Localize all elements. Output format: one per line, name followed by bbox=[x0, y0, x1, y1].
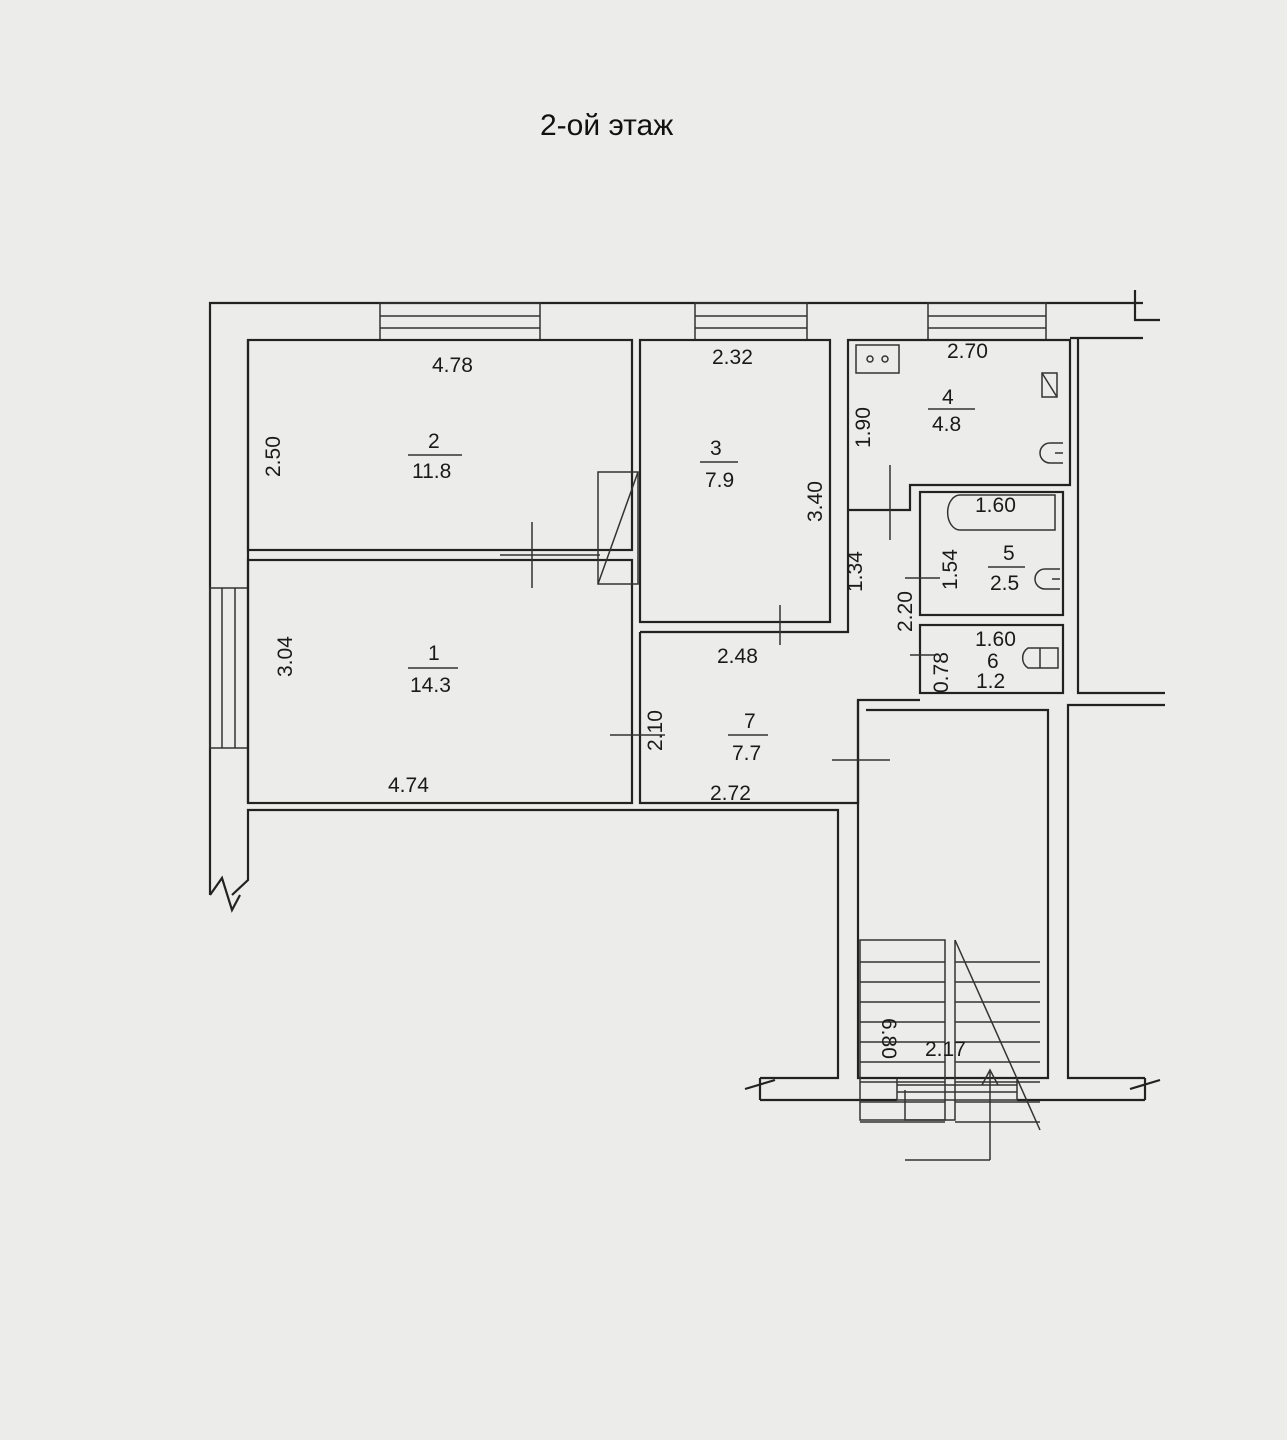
room-3-area: 7.9 bbox=[705, 469, 734, 492]
room-5-area: 2.5 bbox=[990, 572, 1019, 595]
room-6-number: 6 bbox=[987, 650, 999, 673]
dimension-labels: 4.78 2.50 2.32 3.40 2.70 1.90 1.60 1.54 … bbox=[262, 340, 1016, 1061]
outer-walls bbox=[208, 290, 1165, 1102]
room-1-area: 14.3 bbox=[410, 674, 451, 697]
dim-room4-width: 2.70 bbox=[947, 340, 988, 363]
room-walls bbox=[246, 338, 1072, 1080]
dim-room2-height: 2.50 bbox=[262, 436, 285, 477]
dim-hall-height: 2.20 bbox=[894, 591, 917, 632]
dim-room7-bottom: 2.72 bbox=[710, 782, 751, 805]
bathtub-icon bbox=[946, 494, 1056, 531]
room-6 bbox=[918, 623, 1065, 695]
room-4 bbox=[640, 338, 1072, 634]
dim-room7-top: 2.48 bbox=[717, 645, 758, 668]
windows bbox=[209, 302, 1047, 1101]
dim-stair-width: 2.17 bbox=[925, 1038, 966, 1061]
dim-room5-width: 1.60 bbox=[975, 494, 1016, 517]
room-2 bbox=[246, 338, 634, 552]
dim-stair-height: 6.80 bbox=[877, 1018, 900, 1059]
room-4-area: 4.8 bbox=[932, 413, 961, 436]
heater-icon bbox=[1041, 372, 1058, 398]
dim-room3-width: 2.32 bbox=[712, 346, 753, 369]
fixtures bbox=[855, 344, 1063, 669]
room-labels: 2 11.8 1 14.3 3 7.9 4 4.8 5 2.5 6 1.2 7 … bbox=[408, 386, 1025, 765]
dim-room1-height: 3.04 bbox=[274, 636, 297, 677]
dim-room4-height: 1.90 bbox=[852, 407, 875, 448]
room-3 bbox=[638, 338, 832, 624]
doors bbox=[500, 465, 940, 761]
room-4-number: 4 bbox=[942, 386, 954, 409]
dim-room6-width: 1.60 bbox=[975, 628, 1016, 651]
staircase bbox=[859, 939, 1041, 1161]
room-7 bbox=[638, 632, 920, 805]
dim-room1-width: 4.74 bbox=[388, 774, 429, 797]
toilet-icon bbox=[1021, 647, 1059, 669]
room-7-number: 7 bbox=[744, 710, 756, 733]
room-6-area: 1.2 bbox=[976, 670, 1005, 693]
floor-title: 2-ой этаж bbox=[540, 109, 673, 142]
dim-room5-height: 1.54 bbox=[939, 549, 962, 590]
room-1 bbox=[246, 558, 634, 805]
dim-room6-height: 0.78 bbox=[930, 652, 953, 693]
room-2-number: 2 bbox=[428, 430, 440, 453]
room-1-number: 1 bbox=[428, 642, 440, 665]
room-5 bbox=[918, 490, 1065, 617]
room-3-number: 3 bbox=[710, 437, 722, 460]
dim-room2-width: 4.78 bbox=[432, 354, 473, 377]
dim-corridor-height: 1.34 bbox=[844, 551, 867, 592]
room-5-number: 5 bbox=[1003, 542, 1015, 565]
sink-icon bbox=[1039, 442, 1063, 464]
dim-room3-height: 3.40 bbox=[804, 481, 827, 522]
sink-icon-2 bbox=[1034, 568, 1060, 590]
room-7-area: 7.7 bbox=[732, 742, 761, 765]
dim-room7-height: 2.10 bbox=[644, 710, 667, 751]
stove-icon bbox=[855, 344, 900, 374]
room-2-area: 11.8 bbox=[412, 460, 451, 483]
